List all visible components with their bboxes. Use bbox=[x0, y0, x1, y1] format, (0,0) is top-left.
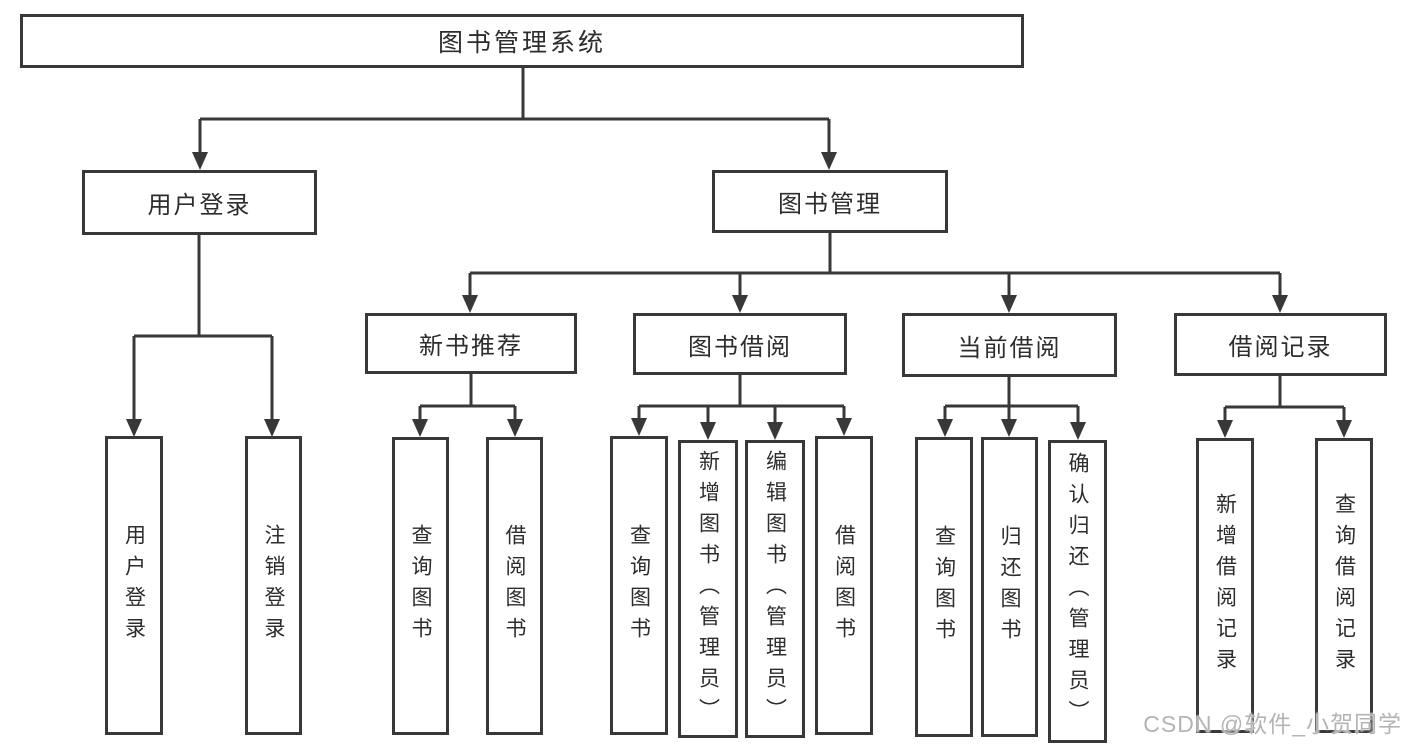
node-user-login-group: 用户登录 bbox=[82, 170, 317, 235]
csdn-watermark: CSDN @软件_小贺同学 bbox=[1143, 711, 1402, 737]
arrowhead bbox=[631, 418, 647, 436]
arrowhead bbox=[126, 419, 142, 437]
arrowhead bbox=[1001, 419, 1017, 437]
node-borrow-add-books-admin: 新增图书（管理员） bbox=[678, 440, 738, 738]
node-records-query-record: 查询借阅记录 bbox=[1315, 438, 1373, 733]
arrowhead bbox=[1217, 420, 1233, 438]
arrowhead bbox=[1336, 420, 1352, 438]
node-recommend-borrow-books: 借阅图书 bbox=[486, 437, 543, 735]
arrowhead bbox=[836, 418, 852, 436]
arrowhead bbox=[937, 419, 953, 437]
node-recommend-query-books: 查询图书 bbox=[392, 437, 449, 735]
arrowhead bbox=[732, 295, 748, 313]
node-library-system: 图书管理系统 bbox=[20, 14, 1024, 68]
arrowhead bbox=[1001, 295, 1017, 313]
node-book-borrow: 图书借阅 bbox=[633, 313, 847, 375]
node-current-borrow: 当前借阅 bbox=[902, 313, 1117, 377]
node-borrow-query-books: 查询图书 bbox=[610, 436, 668, 735]
arrowhead bbox=[507, 419, 523, 437]
arrowhead bbox=[462, 295, 478, 313]
arrowhead bbox=[1070, 422, 1086, 440]
node-current-confirm-return-admin: 确认归还（管理员） bbox=[1048, 440, 1107, 743]
node-records-add-record: 新增借阅记录 bbox=[1196, 438, 1254, 733]
node-user-login: 用户登录 bbox=[105, 436, 163, 735]
arrowhead bbox=[412, 419, 428, 437]
node-borrow-borrow-books: 借阅图书 bbox=[815, 436, 873, 735]
node-current-return-books: 归还图书 bbox=[981, 437, 1038, 737]
arrowhead bbox=[700, 422, 716, 440]
arrowhead bbox=[192, 152, 208, 170]
node-new-book-recommend: 新书推荐 bbox=[365, 313, 577, 374]
node-current-query-books: 查询图书 bbox=[915, 437, 973, 737]
node-logout: 注销登录 bbox=[245, 436, 302, 735]
arrowhead bbox=[264, 419, 280, 437]
node-borrow-edit-books-admin: 编辑图书（管理员） bbox=[745, 440, 805, 738]
arrowhead bbox=[1272, 295, 1288, 313]
node-book-management: 图书管理 bbox=[712, 170, 948, 233]
arrowhead bbox=[767, 422, 783, 440]
node-borrow-records: 借阅记录 bbox=[1174, 313, 1387, 376]
arrowhead bbox=[821, 152, 837, 170]
